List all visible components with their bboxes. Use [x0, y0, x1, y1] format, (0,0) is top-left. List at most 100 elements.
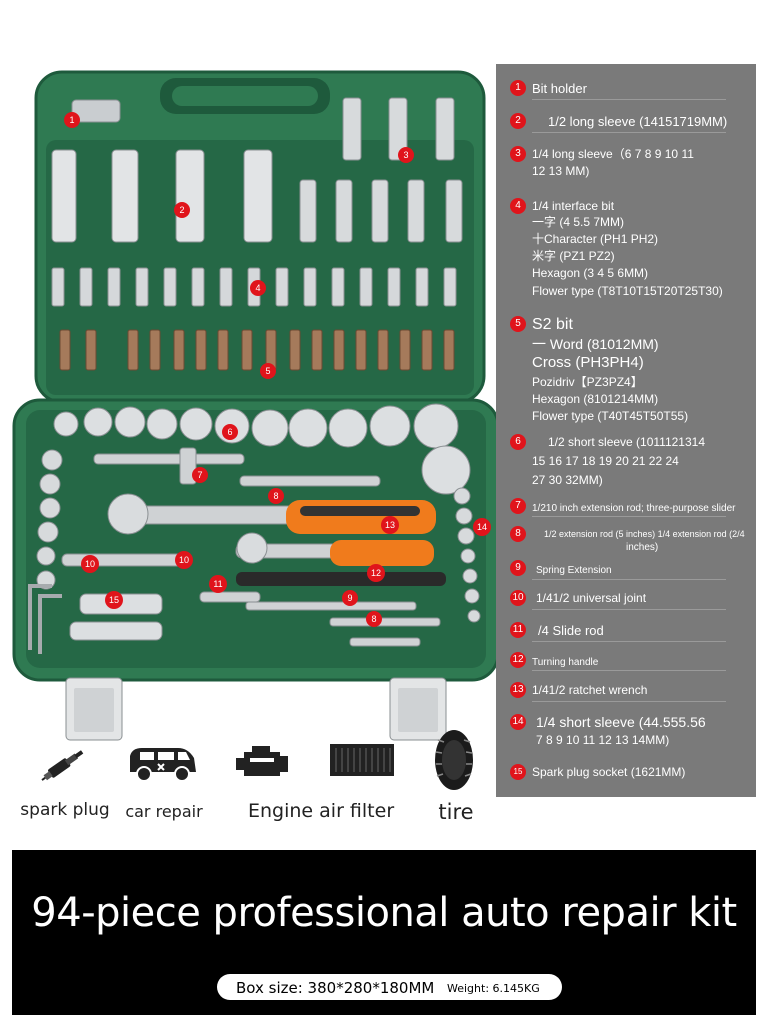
legend-item-10: 10 1/41/2 universal joint [496, 590, 756, 612]
spec-bar [217, 974, 562, 1000]
use-label-spark-plug: spark plug [20, 800, 110, 820]
bottom-banner: 94-piece professional auto repair kit [12, 850, 756, 1015]
bit-row-2 [59, 329, 455, 371]
svg-text:9: 9 [347, 593, 352, 603]
legend-badge: 6 [510, 434, 526, 450]
legend-badge: 5 [510, 316, 526, 332]
banner-title: 94-piece professional auto repair kit [31, 890, 737, 936]
legend-label: inches) [626, 542, 659, 553]
legend-label: 米字 (PZ1 PZ2) [532, 249, 615, 263]
legend-badge: 7 [510, 498, 526, 514]
legend-label: 1/2 long sleeve (14151719MM) [548, 114, 728, 129]
legend-label: Turning handle [532, 657, 599, 668]
legend-badge: 4 [510, 198, 526, 214]
legend-label: 一字 (4 5.5 7MM) [532, 215, 625, 229]
long-sockets-half [51, 149, 273, 243]
legend-item-1: 1 Bit holder [496, 80, 756, 102]
bit-row-1 [51, 267, 457, 307]
short-sockets-row [53, 403, 471, 495]
legend-label: 27 30 32MM) [532, 473, 603, 487]
legend-badge: 9 [510, 560, 526, 576]
use-label-tire: tire [438, 800, 474, 824]
svg-text:10: 10 [179, 555, 189, 565]
legend-badge: 2 [510, 113, 526, 129]
svg-text:1: 1 [69, 115, 74, 125]
legend-item-2: 2 1/2 long sleeve (14151719MM) [496, 113, 756, 135]
callout-badges: 1 2 3 4 5 6 7 8 9 10 10 11 12 13 14 15 8 [64, 112, 491, 627]
use-label-car-repair: car repair [125, 802, 203, 821]
legend-item-13: 13 1/41/2 ratchet wrench [496, 682, 756, 704]
legend-label: Spring Extension [536, 565, 612, 576]
svg-text:8: 8 [273, 491, 278, 501]
car-icon [126, 742, 200, 784]
small-sockets-left [36, 449, 63, 590]
svg-text:6: 6 [227, 427, 232, 437]
svg-text:11: 11 [213, 579, 222, 589]
legend-item-14: 14 1/4 short sleeve (44.555.56 7 8 9 10 … [496, 714, 756, 754]
use-label-engine-air-filter: Engine air filter [248, 800, 395, 822]
legend-label: 1/2 short sleeve (1011121314 [548, 435, 706, 449]
svg-text:2: 2 [179, 205, 184, 215]
svg-text:3: 3 [403, 150, 408, 160]
legend-badge: 15 [510, 764, 526, 780]
legend-item-6: 6 1/2 short sleeve (1011121314 15 16 17 … [496, 434, 756, 492]
legend-label: 1/2 extension rod (5 inches) 1/4 extensi… [544, 529, 745, 539]
legend-label: 1/4 long sleeve（6 7 8 9 10 11 [532, 147, 694, 161]
legend-label: Flower type (T8T10T15T20T25T30) [532, 284, 723, 298]
legend-label: Hexagon (8101214MM) [532, 392, 659, 406]
legend-label: Cross (PH3PH4) [532, 354, 644, 371]
legend-badge: 8 [510, 526, 526, 542]
box-size-label: Box size: 380*280*180MM [236, 979, 435, 997]
legend-item-7: 7 1/210 inch extension rod; three-purpos… [496, 498, 756, 518]
legend-label: 1/41/2 ratchet wrench [532, 683, 648, 697]
legend-badge: 1 [510, 80, 526, 96]
legend-label: 1/41/2 universal joint [536, 591, 647, 605]
legend-badge: 14 [510, 714, 526, 730]
tire-icon [432, 728, 476, 792]
legend-item-12: 12 Turning handle [496, 652, 756, 672]
legend-item-3: 3 1/4 long sleeve（6 7 8 9 10 11 12 13 MM… [496, 146, 756, 186]
legend-badge: 10 [510, 590, 526, 606]
legend-item-4: 4 1/4 interface bit 一字 (4 5.5 7MM) 十Char… [496, 198, 756, 308]
legend-item-9: 9 Spring Extension [496, 560, 756, 582]
legend-item-15: 15 Spark plug socket (1621MM) [496, 764, 756, 786]
svg-text:13: 13 [385, 520, 395, 530]
legend-item-11: 11 /4 Slide rod [496, 622, 756, 644]
legend-label: 15 16 17 18 19 20 21 22 24 [532, 454, 679, 468]
small-sockets-right [453, 487, 481, 623]
legend-item-8: 8 1/2 extension rod (5 inches) 1/4 exten… [496, 526, 756, 556]
legend-label: Spark plug socket (1621MM) [532, 765, 686, 779]
legend-label: 1/4 interface bit [532, 199, 615, 213]
svg-text:4: 4 [255, 283, 260, 293]
legend-label: Bit holder [532, 81, 587, 96]
legend-label: /4 Slide rod [538, 623, 604, 638]
legend-label: 一 Word (81012MM) [532, 336, 659, 352]
svg-text:7: 7 [197, 470, 202, 480]
legend-label: S2 bit [532, 316, 573, 333]
legend-badge: 13 [510, 682, 526, 698]
legend-badge: 3 [510, 146, 526, 162]
legend-label: 1/4 short sleeve (44.555.56 [536, 714, 706, 730]
legend-label: Pozidriv【PZ3PZ4】 [532, 375, 643, 389]
legend-label: 12 13 MM) [532, 164, 590, 178]
legend-label: 十Character (PH1 PH2) [532, 232, 659, 246]
legend-label: Hexagon (3 4 5 6MM) [532, 266, 649, 280]
legend-label: 7 8 9 10 11 12 13 14MM) [536, 733, 670, 747]
svg-text:5: 5 [265, 366, 270, 376]
svg-text:8: 8 [371, 614, 376, 624]
engine-icon [232, 742, 292, 782]
legend-label: 1/210 inch extension rod; three-purpose … [532, 503, 736, 514]
spark-plug-icon [36, 740, 96, 785]
long-sockets-top [342, 97, 455, 161]
weight-label: Weight: 6.145KG [447, 982, 540, 995]
svg-text:14: 14 [477, 522, 487, 532]
svg-text:12: 12 [371, 568, 381, 578]
tool-case-image: 1 2 3 4 5 6 7 8 9 10 10 11 12 13 14 15 8 [0, 60, 500, 750]
legend-label: Flower type (T40T45T50T55) [532, 409, 689, 423]
long-sockets-quarter [299, 179, 463, 243]
legend-badge: 11 [510, 622, 526, 638]
legend-item-5: 5 S2 bit 一 Word (81012MM) Cross (PH3PH4)… [496, 316, 756, 428]
svg-text:10: 10 [85, 559, 95, 569]
svg-text:15: 15 [109, 595, 119, 605]
air-filter-icon [328, 742, 396, 778]
